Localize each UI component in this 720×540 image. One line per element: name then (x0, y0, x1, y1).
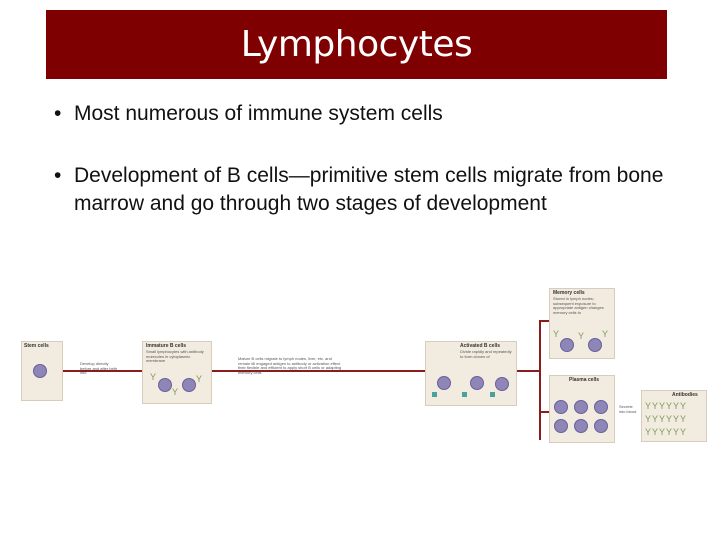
antibodies-title: Antibodies (672, 392, 698, 398)
flow-arrow (60, 370, 540, 372)
branch-arrow (539, 320, 541, 440)
bullet-item: • Development of B cells—primitive stem … (54, 162, 674, 217)
activated-b-cell-icon (470, 376, 484, 390)
antibody-icon: Y (172, 387, 179, 397)
secrete-label: Secrete into blood (619, 404, 637, 414)
memory-cells-title: Memory cells (553, 290, 585, 296)
plasma-cell-icon (594, 419, 608, 433)
plasma-cell-icon (594, 400, 608, 414)
antigen-icon (432, 392, 437, 397)
activated-b-cells-desc: Divide rapidly and repeatedly to form cl… (460, 349, 512, 359)
antibody-icon: YYYYYY (645, 401, 688, 411)
activated-b-cell-icon (495, 377, 509, 391)
stem-cells-title: Stem cells (24, 343, 49, 349)
activated-b-cells-title: Activated B cells (460, 343, 501, 349)
immature-b-cell-icon (158, 378, 172, 392)
plasma-cell-icon (554, 419, 568, 433)
activated-b-cell-icon (437, 376, 451, 390)
immature-b-cells-title: Immature B cells (146, 343, 187, 349)
plasma-cell-icon (574, 400, 588, 414)
memory-cells-desc: Stored in lymph nodes; subsequent exposu… (553, 296, 604, 315)
activated-b-cells-panel (425, 341, 517, 406)
antibodies-panel (641, 390, 707, 442)
stem-cell-icon (33, 364, 47, 378)
mature-label: Mature B cells migrate to lymph nodes, l… (238, 357, 342, 375)
antibody-icon: Y (196, 374, 203, 384)
bullet-text: Most numerous of immune system cells (74, 102, 443, 125)
plasma-cell-icon (574, 419, 588, 433)
antibody-icon: Y (602, 329, 609, 339)
antibody-icon: Y (150, 372, 157, 382)
slide-title: Lymphocytes (240, 24, 473, 65)
immature-b-cells-panel (142, 341, 212, 404)
title-bar: Lymphocytes (46, 10, 667, 79)
plasma-cell-icon (554, 400, 568, 414)
immature-b-cells-desc: Small lymphocytes with antibody molecule… (146, 349, 204, 364)
bullet-text: Development of B cells—primitive stem ce… (74, 164, 664, 215)
develop-label: Develop directly before and after birth … (80, 361, 118, 376)
antibody-icon: Y (578, 331, 585, 341)
plasma-cells-title: Plasma cells (569, 377, 600, 383)
antigen-icon (462, 392, 467, 397)
antibody-icon: YYYYYY (645, 427, 688, 437)
bullet-dot: • (54, 164, 62, 188)
memory-cell-icon (588, 338, 602, 352)
branch-arrow (539, 320, 549, 322)
antibody-icon: YYYYYY (645, 414, 688, 424)
antibody-icon: Y (553, 329, 560, 339)
bullet-dot: • (54, 102, 62, 125)
branch-arrow (539, 411, 549, 413)
memory-cell-icon (560, 338, 574, 352)
bullet-item: • Most numerous of immune system cells (54, 100, 674, 127)
immature-b-cell-icon (182, 378, 196, 392)
bullet-list: • Most numerous of immune system cells •… (54, 100, 674, 217)
antigen-icon (490, 392, 495, 397)
